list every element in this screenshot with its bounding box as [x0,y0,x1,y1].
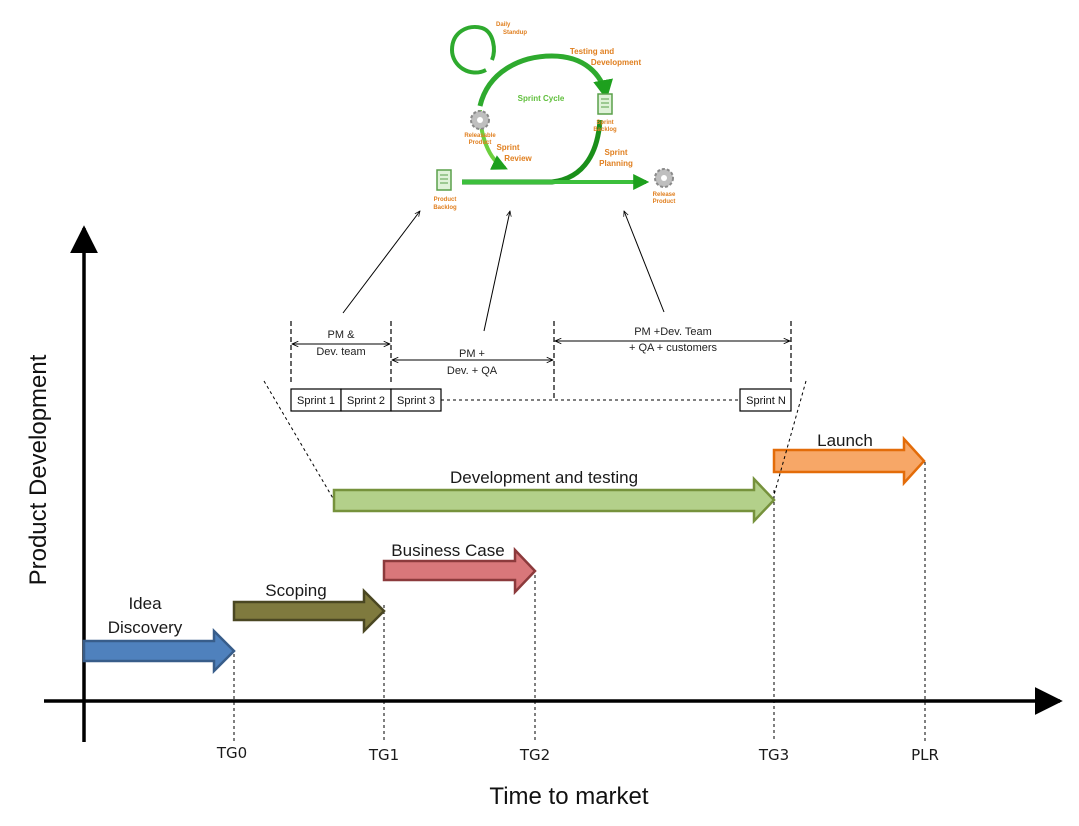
sprint-backlog-l1: Sprint [596,120,613,126]
scoping-label: Scoping [265,581,326,600]
team-brackets: PM & Dev. team PM + Dev. + QA PM +Dev. T… [290,321,792,401]
gate-label-plr: PLR [911,746,939,764]
idea-label-line1: Idea [128,594,162,613]
cycle-pointers [342,211,665,332]
releasable-l1: Releasable [464,133,496,139]
launch-label: Launch [817,431,873,450]
idea-discovery-arrow [82,627,236,675]
sprint-planning-l1: Sprint [604,148,627,157]
sprint-label-n: Sprint N [746,395,786,407]
sprint-label-2: Sprint 2 [347,395,385,407]
testing-dev-l2: Development [591,58,642,67]
sprint-review-l1: Sprint [496,143,519,152]
releasable-l2: Product [469,140,492,146]
sprint-row: Sprint 1 Sprint 2 Sprint 3 Sprint N [290,388,792,412]
sprint-cycle-arc [477,53,613,107]
daily-standup-l2: Standup [503,30,527,36]
bracket-2-line1: PM + [459,348,485,360]
pointer-1 [342,211,420,314]
pointer-3 [624,211,665,313]
product-backlog-l2: Backlog [433,205,457,211]
axes: Product Development Time to market [25,225,1063,810]
bracket-3-line2: + QA + customers [629,342,718,354]
zoom-lines [263,380,807,501]
bracket-1-line2: Dev. team [316,346,365,358]
scoping-arrow [232,587,386,635]
product-backlog-l1: Product [434,197,457,203]
sprint-label-1: Sprint 1 [297,395,335,407]
business-case-label: Business Case [391,541,504,560]
gate-label-tg1: TG1 [368,746,399,764]
zoom-line-left [263,380,335,501]
daily-standup-loop [449,25,496,75]
product-backlog-icon [436,169,452,191]
gate-label-tg2: TG2 [519,746,550,764]
dev-testing-arrow [332,475,776,525]
bracket-2-line2: Dev. + QA [447,365,498,377]
gate-label-tg0: TG0 [216,744,247,762]
gate-labels: TG0 TG1 TG2 TG3 PLR [216,744,939,764]
business-case-arrow [382,546,537,596]
sprint-review-l2: Review [504,154,532,163]
sprint-planning-l2: Planning [599,159,633,168]
bracket-1-line1: PM & [328,329,356,341]
sprint-backlog-l2: Backlog [593,127,617,133]
pointer-2 [483,211,510,332]
sprint-backlog-icon [597,93,613,115]
dev-testing-label: Development and testing [450,468,638,487]
launch-arrow [772,435,926,487]
y-axis-title: Product Development [25,354,52,585]
sprint-cycle: Daily Standup Testing and Development Sp… [433,22,676,211]
idea-label-line2: Discovery [108,618,183,637]
release-product-l2: Product [653,199,676,205]
stage-arrows: Idea Discovery Scoping Business Case Dev… [82,431,926,675]
daily-standup-l1: Daily [496,22,511,28]
sprint-cycle-title: Sprint Cycle [518,94,565,103]
release-product-l1: Release [653,192,676,198]
testing-dev-l1: Testing and [570,47,614,56]
zoom-line-right [773,380,807,496]
gate-label-tg3: TG3 [758,746,789,764]
sprint-label-3: Sprint 3 [397,395,435,407]
bracket-3-line1: PM +Dev. Team [634,326,712,338]
gate-lines [233,462,926,742]
x-axis-title: Time to market [489,783,648,810]
sprint-box-n [739,388,792,412]
